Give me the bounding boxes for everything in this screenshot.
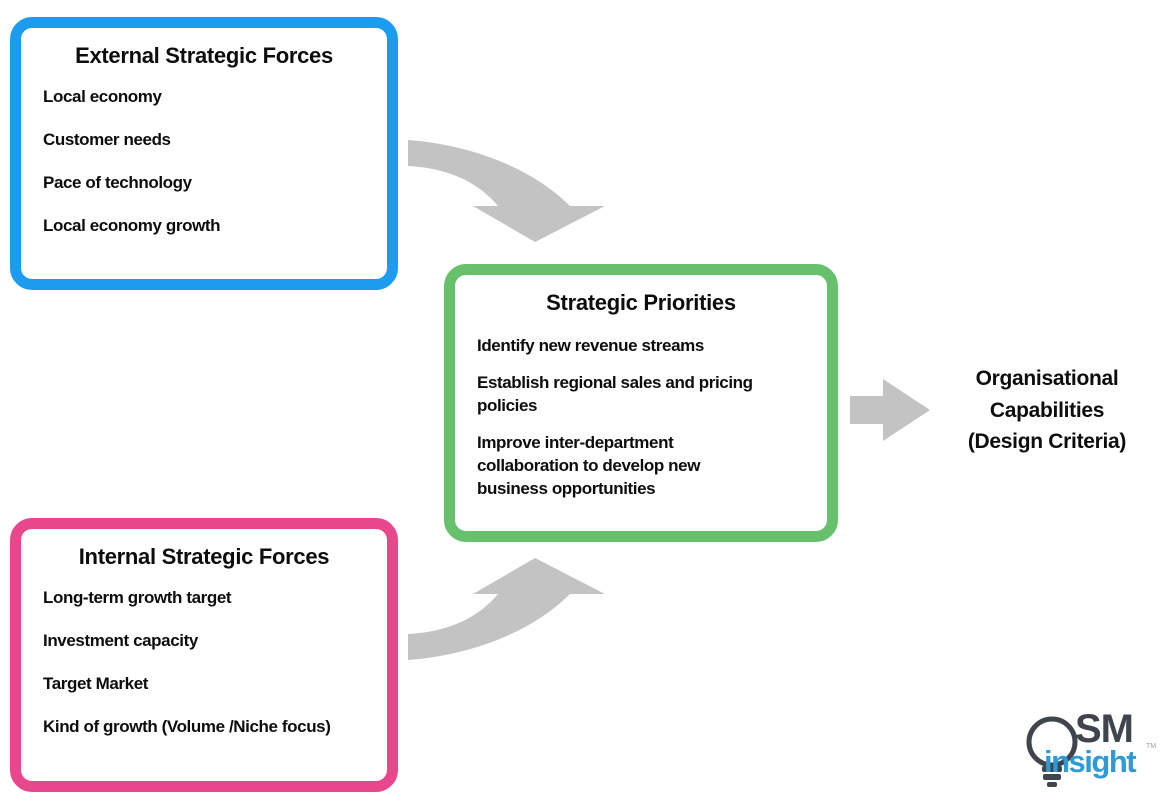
internal-force-item: Target Market <box>43 673 149 693</box>
internal-force-item: Investment capacity <box>43 630 198 650</box>
external-forces-box: External Strategic Forces Local economy … <box>10 17 398 290</box>
internal-force-item: Kind of growth (Volume /Niche focus) <box>43 716 331 736</box>
internal-forces-title: Internal Strategic Forces <box>78 544 330 569</box>
organisational-capabilities-label: Organisational Capabilities (Design Crit… <box>967 367 1127 453</box>
external-force-item: Local economy growth <box>43 215 221 235</box>
strategic-priorities-title: Strategic Priorities <box>546 290 736 315</box>
strategic-priorities-box: Strategic Priorities Identify new revenu… <box>444 264 838 542</box>
external-forces-title: External Strategic Forces <box>75 43 333 68</box>
arrow-priorities-to-capabilities-icon <box>850 379 930 441</box>
curved-arrow-external-to-priorities-icon <box>408 140 605 242</box>
external-force-item: Local economy <box>43 86 162 106</box>
external-force-item: Customer needs <box>43 129 171 149</box>
strategic-priority-item: Establish regional sales and pricing pol… <box>477 373 753 415</box>
logo-trademark-text: TM <box>1146 743 1156 750</box>
strategic-priority-item: Improve inter-department collaboration t… <box>477 433 701 498</box>
strategic-priority-item: Identify new revenue streams <box>477 335 704 355</box>
curved-arrow-internal-to-priorities-icon <box>408 558 605 660</box>
external-force-item: Pace of technology <box>43 172 192 192</box>
internal-forces-box: Internal Strategic Forces Long-term grow… <box>10 518 398 792</box>
lightbulb-icon <box>1026 716 1078 768</box>
internal-force-item: Long-term growth target <box>43 587 232 607</box>
logo-sm-text: SM <box>1075 707 1133 751</box>
sm-insight-logo: SM insight TM <box>1026 707 1156 787</box>
logo-insight-text: insight <box>1044 744 1136 779</box>
